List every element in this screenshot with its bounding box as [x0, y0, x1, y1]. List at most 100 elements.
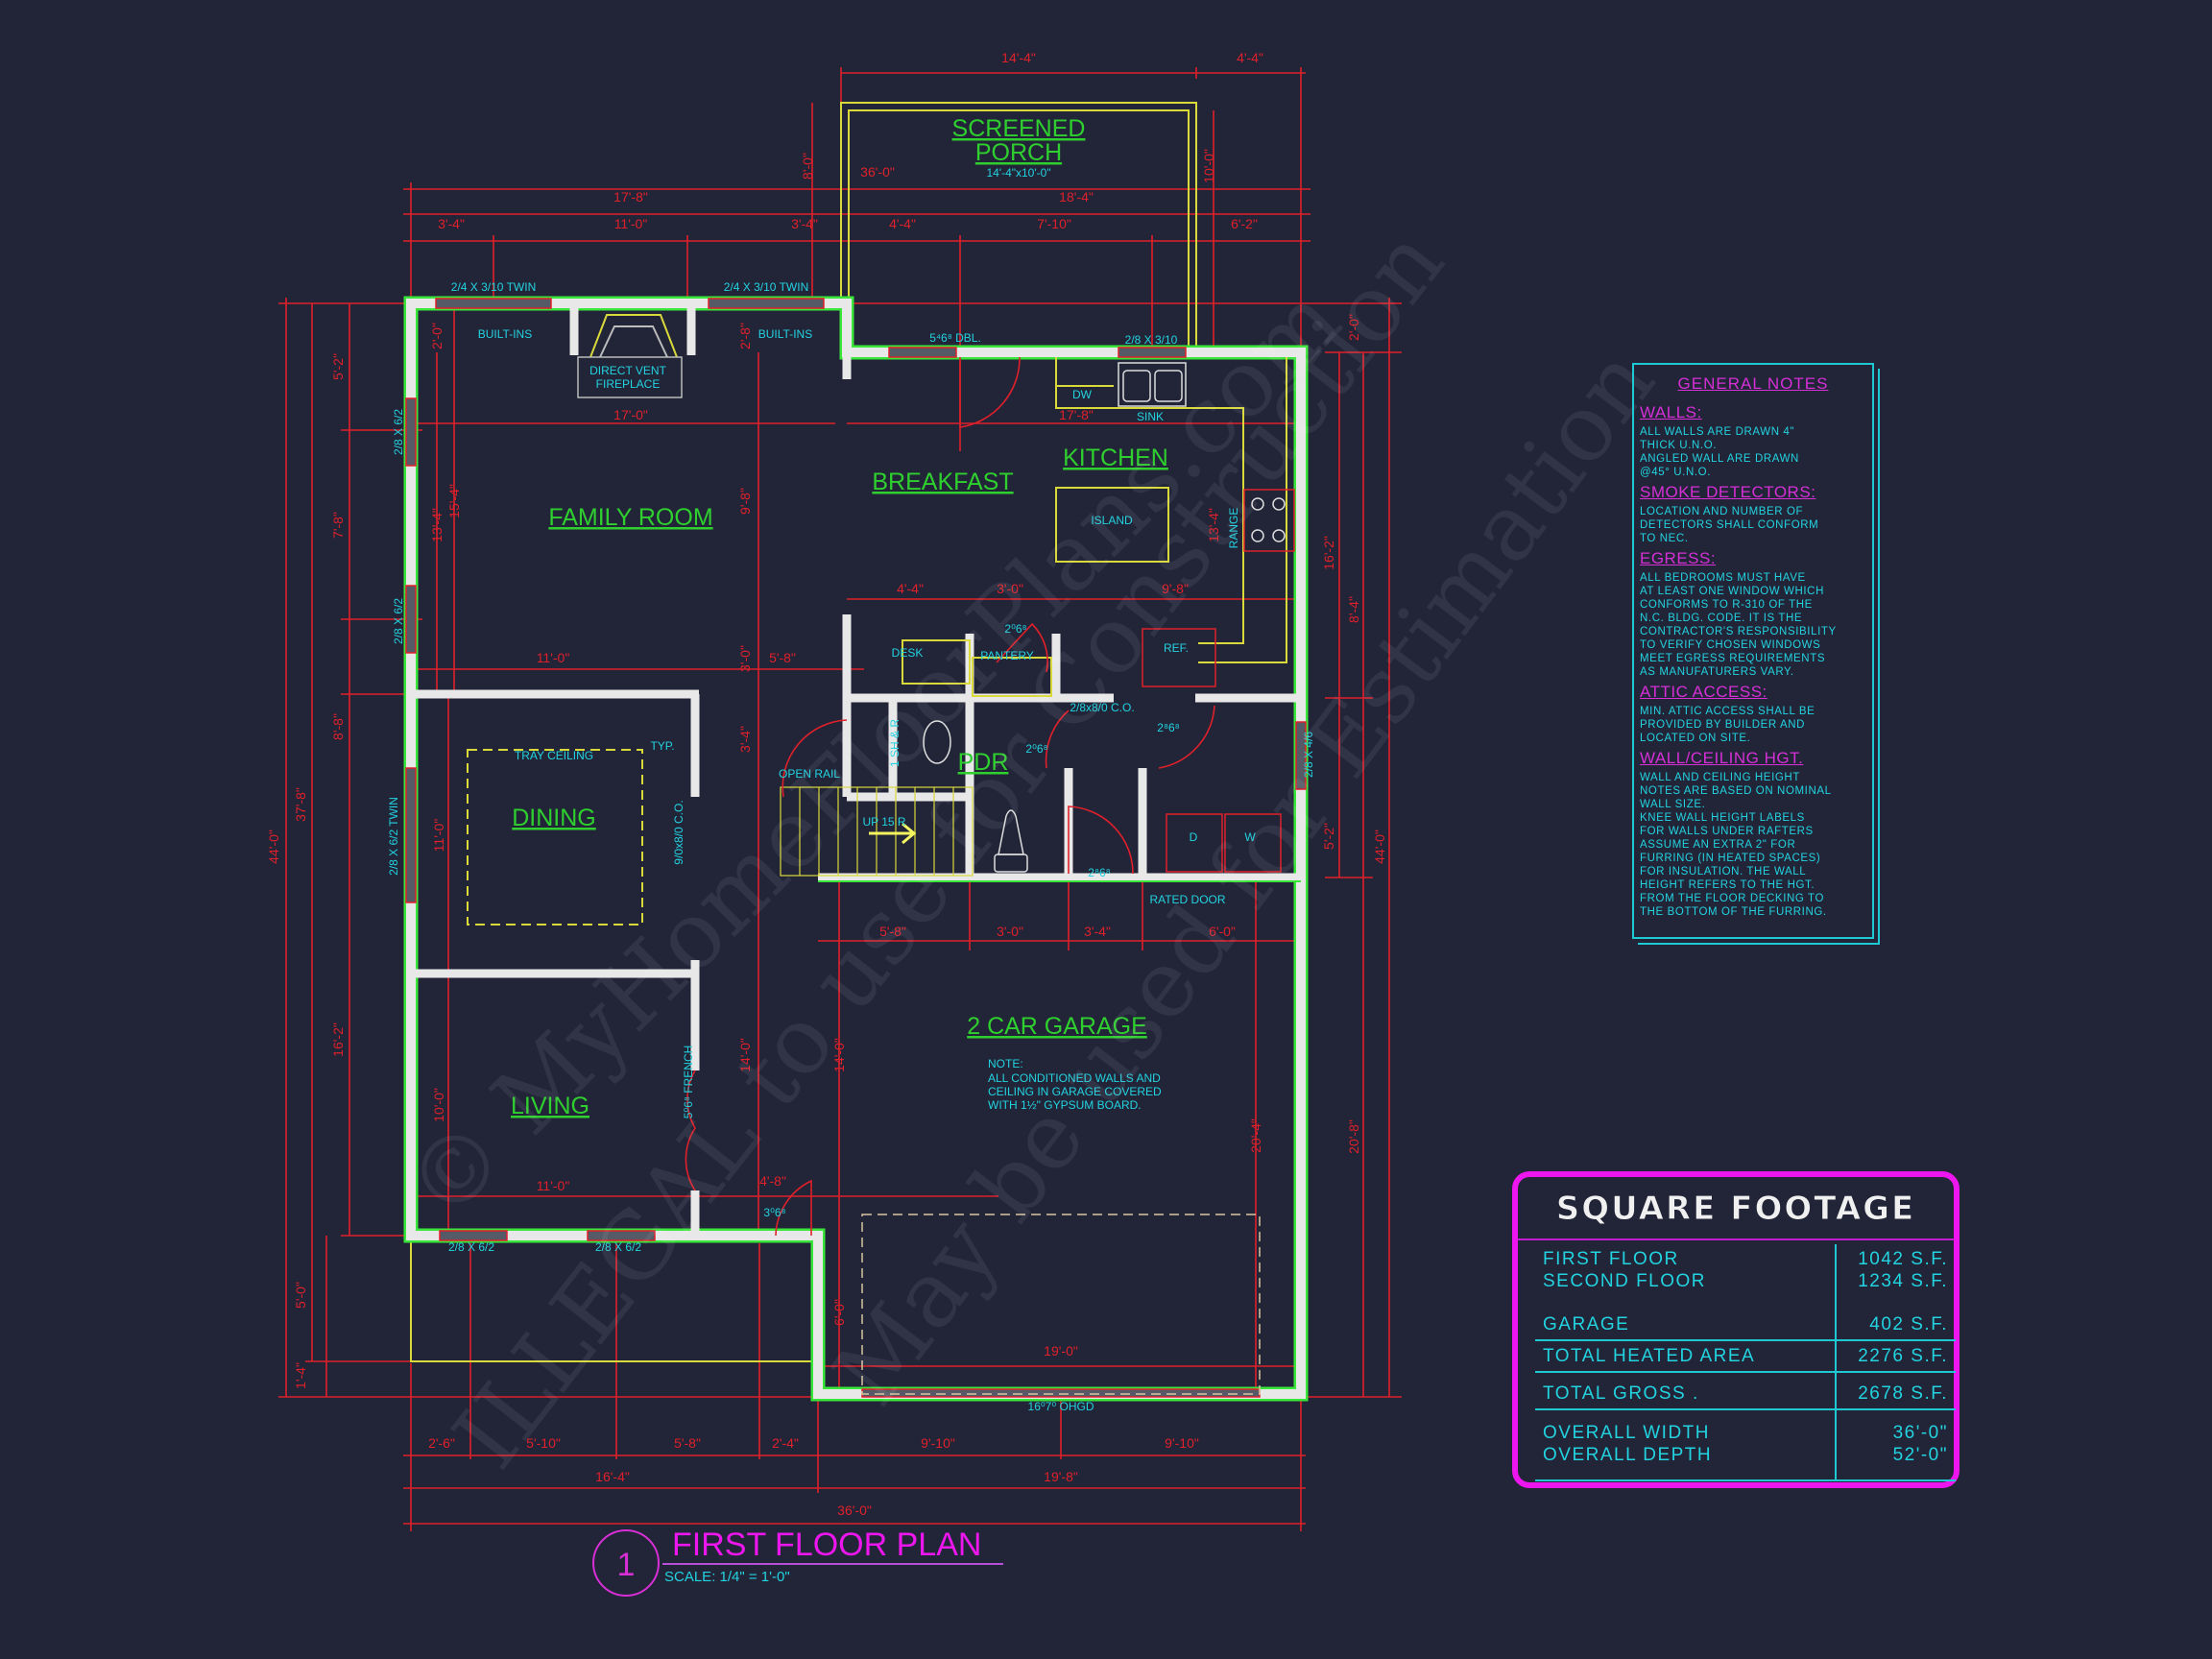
row-label: FIRST FLOOR [1543, 1249, 1679, 1269]
dimension-label: 3'-0" [997, 581, 1023, 596]
dimension-label: 2'-4" [772, 1435, 799, 1451]
dimension-label: 36'-0" [860, 164, 895, 180]
annotation-label: 2/4 X 3/10 TWIN [451, 280, 536, 294]
note-heading: ATTIC ACCESS: [1640, 683, 1767, 701]
dimension-label: 19'-8" [1044, 1469, 1078, 1484]
annotation-label: 5⁴6⁸ DBL. [929, 331, 981, 345]
annotation-label: D [1190, 830, 1198, 844]
refrigerator [1142, 628, 1216, 687]
dimension-label: 7'-10" [1037, 216, 1071, 231]
row-value: 36'-0" [1835, 1409, 1956, 1444]
dimension-label: 8'-4" [1346, 596, 1361, 623]
dimension-label: 3'-4" [1084, 924, 1111, 939]
dimension-label: 2'-8" [737, 323, 753, 349]
table-row: SECOND FLOOR 1234 S.F. [1535, 1270, 1956, 1292]
dimension-label: 6'-2" [1231, 216, 1258, 231]
dimension-label: 10'-0" [1201, 149, 1216, 183]
annotation-label: RATED DOOR [1149, 893, 1225, 906]
dimension-label: 5'-2" [1321, 823, 1336, 850]
dimension-label: 16'-2" [1321, 536, 1336, 570]
dimension-label: 4'-8" [759, 1173, 786, 1189]
annotation-label: RANGE [1227, 508, 1240, 549]
dimension-label: 20'-4" [1248, 1118, 1263, 1153]
room-label-dining: DINING [512, 805, 596, 831]
annotation-label: BUILT-INS [478, 327, 532, 341]
annotation-label: 2/8 X 3/10 [1125, 333, 1178, 347]
table-row: TOTAL GROSS .2678 S.F. [1535, 1372, 1956, 1410]
drawing-title: FIRST FLOOR PLAN [672, 1527, 981, 1563]
annotation-label: ISLAND [1091, 514, 1133, 527]
toilet-icon [994, 809, 1028, 873]
row-value: 2678 S.F. [1835, 1372, 1956, 1410]
door-swings [685, 356, 1215, 1237]
garage-door-outline [861, 1214, 1261, 1395]
dimension-label: 5'-8" [769, 650, 796, 665]
dimension-label: 17'-8" [1059, 407, 1094, 422]
general-notes-title: GENERAL NOTES [1677, 374, 1829, 393]
room-label-breakfast: BREAKFAST [872, 469, 1013, 495]
annotation-label: 2/8 X 4/6 [1302, 732, 1315, 778]
dimension-label: 17'-0" [613, 407, 648, 422]
dimension-label: 5'-2" [330, 353, 346, 380]
annotation-label: 2/8 X 6/2 [595, 1240, 641, 1254]
dimension-label: 16'-4" [595, 1469, 630, 1484]
garage-note-line: ALL CONDITIONED WALLS AND [988, 1071, 1161, 1085]
annotation-label: SINK [1137, 410, 1164, 423]
dimension-label: 37'-8" [293, 787, 308, 822]
dimension-label: 9'-10" [921, 1435, 955, 1451]
annotation-label: 2⁰6⁸ [1025, 742, 1047, 756]
dimension-label: 18'-4" [1059, 189, 1094, 204]
lavatory-icon [923, 720, 951, 764]
dimension-label: 1'-4" [293, 1362, 308, 1389]
dimension-label: 3'-0" [737, 645, 753, 672]
annotation-label: 2⁸6⁸ [1157, 721, 1179, 734]
note-body: MIN. ATTIC ACCESS SHALL BE PROVIDED BY B… [1640, 706, 1815, 744]
watermark: © MyHomeFloorPlans.com ILLEGAL to use fo… [386, 209, 1675, 1487]
row-label: OVERALL DEPTH [1535, 1444, 1836, 1481]
row-value: 52'-0" [1835, 1444, 1956, 1481]
garage-note-line: NOTE: [988, 1057, 1023, 1070]
dimension-label: 3'-4" [791, 216, 818, 231]
annotation-label: 3⁰6⁸ [763, 1206, 785, 1219]
annotation-label: 2/8 X 6/2 [448, 1240, 494, 1254]
dimension-label: 14'-0" [831, 1038, 847, 1072]
dimension-label: 2'-0" [1346, 314, 1361, 341]
dimension-label: 7'-8" [330, 512, 346, 539]
row-value: 1234 S.F. [1835, 1270, 1956, 1292]
note-heading: SMOKE DETECTORS: [1640, 483, 1816, 501]
annotation-label: FIREPLACE [596, 377, 661, 391]
note-body: WALL AND CEILING HEIGHT NOTES ARE BASED … [1640, 772, 1832, 918]
dimension-label: 3'-0" [997, 924, 1023, 939]
dimension-label: 44'-0" [266, 830, 281, 864]
dimension-label: 5'-0" [293, 1282, 308, 1309]
row-label: SECOND FLOOR [1543, 1271, 1707, 1291]
dimension-label: 9'-10" [1165, 1435, 1199, 1451]
dimension-label: 4'-4" [889, 216, 916, 231]
annotation-label: DW [1072, 388, 1093, 401]
note-body: LOCATION AND NUMBER OF DETECTORS SHALL C… [1640, 506, 1819, 544]
exterior-walls [403, 296, 1309, 1402]
dimension-label: 3'-4" [737, 726, 753, 753]
annotation-label: 2/8 X 6/2 [392, 598, 405, 644]
annotation-label: 16⁰7⁰ OHGD [1028, 1400, 1094, 1413]
square-footage-title: SQUARE FOOTAGE [1518, 1177, 1954, 1240]
dimension-label: 14'-0" [737, 1038, 753, 1072]
annotation-label: 1 SH & R [888, 719, 902, 767]
garage-note-line: CEILING IN GARAGE COVERED [988, 1085, 1162, 1098]
dimension-label: 20'-8" [1346, 1119, 1361, 1154]
annotation-label: 9/0x8/0 C.O. [672, 800, 685, 864]
drawing-number-circle [592, 1529, 660, 1597]
dimension-label: 11'-0" [431, 819, 446, 853]
sink-icon [1118, 362, 1187, 407]
annotation-label: TYP. [650, 739, 674, 753]
row-value: 2276 S.F. [1835, 1340, 1956, 1373]
room-label-pdr: PDR [958, 749, 1009, 776]
dimension-label: 14'-4" [1001, 50, 1036, 65]
annotation-label: 2/8 X 6/2 TWIN [387, 797, 400, 876]
garage-note-line: WITH 1½" GYPSUM BOARD. [988, 1098, 1142, 1112]
room-label-garage: 2 CAR GARAGE [967, 1013, 1147, 1040]
dimension-labels: 14'-4" 4'-4" 17'-8" 18'-4" 3'-4" 11'-0" 3'-4" 4… [266, 50, 1387, 1518]
